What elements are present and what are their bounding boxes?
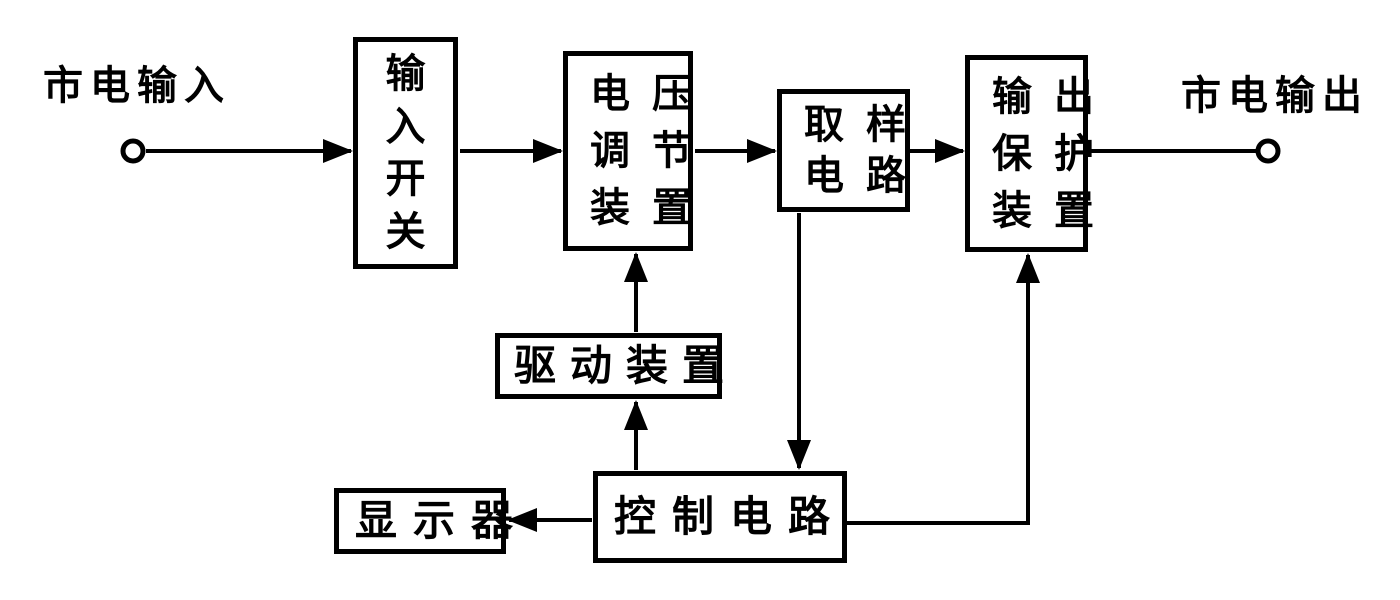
block-control-circuit: 控制电路 [593,471,847,563]
block-input-switch-char: 关 [385,208,426,255]
block-voltage-regulator-row: 装置 [590,184,714,231]
block-output-protection-row: 保护 [992,130,1116,177]
block-voltage-regulator-row: 调节 [590,127,714,174]
block-sampling-circuit-row: 取样 [804,102,928,149]
block-drive-device: 驱动装置 [495,333,739,399]
block-sampling-circuit: 取样 电路 [777,89,910,212]
block-output-protection-row: 装置 [992,187,1116,234]
block-display-label: 显示器 [355,495,530,545]
block-display: 显示器 [334,488,530,554]
block-output-protection: 输出 保护 装置 [965,55,1116,252]
block-sampling-circuit-row: 电路 [804,152,928,199]
block-input-switch-char: 开 [385,156,426,203]
block-input-switch-char: 入 [385,103,426,150]
block-input-switch: 输 入 开 关 [353,37,458,269]
block-input-switch-char: 输 [385,51,426,98]
block-output-protection-row: 输出 [992,73,1116,120]
mains-input-terminal [120,138,146,164]
mains-output-terminal [1255,138,1281,164]
block-control-circuit-label: 控制电路 [614,491,847,541]
mains-input-label: 市电输入 [43,63,231,109]
block-voltage-regulator-row: 电压 [590,71,714,118]
block-voltage-regulator: 电压 调节 装置 [563,51,693,251]
mains-output-label: 市电输出 [1181,73,1369,119]
wire-control-to-protection [847,253,1040,525]
block-drive-device-label: 驱动装置 [514,340,739,390]
